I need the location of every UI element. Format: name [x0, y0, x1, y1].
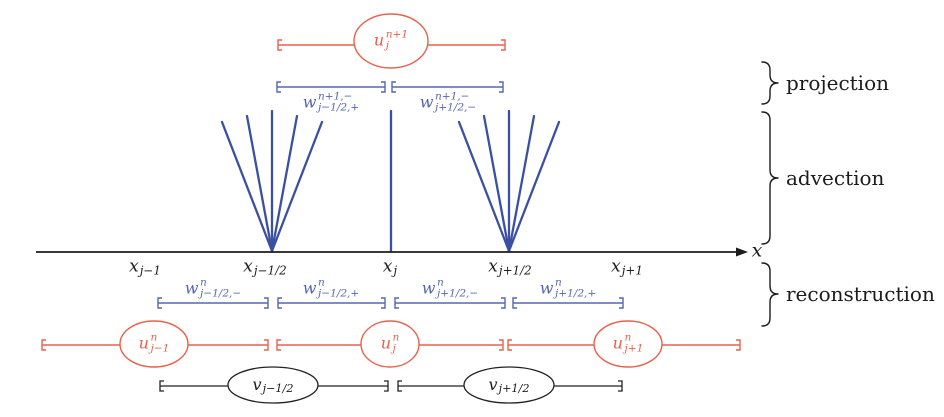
reconstruction-brace [761, 262, 779, 327]
phase-label-reconstruction: reconstruction [786, 282, 935, 306]
projection-brace [761, 61, 779, 105]
dual-cell-ellipses [227, 366, 555, 404]
right-characteristics-fan [457, 109, 561, 253]
projection-half-brackets [276, 81, 504, 93]
advection-brace [761, 111, 779, 245]
projection-cell-avg-ellipse [353, 13, 429, 69]
x-axis-line [36, 247, 748, 257]
cell-average-ellipses [119, 320, 663, 368]
reconstruction-half-brackets [157, 297, 624, 309]
left-characteristics-fan [220, 109, 324, 253]
axis-arrow-icon [736, 247, 748, 257]
phase-label-projection: projection [786, 71, 889, 95]
phase-label-advection: advection [786, 166, 885, 190]
